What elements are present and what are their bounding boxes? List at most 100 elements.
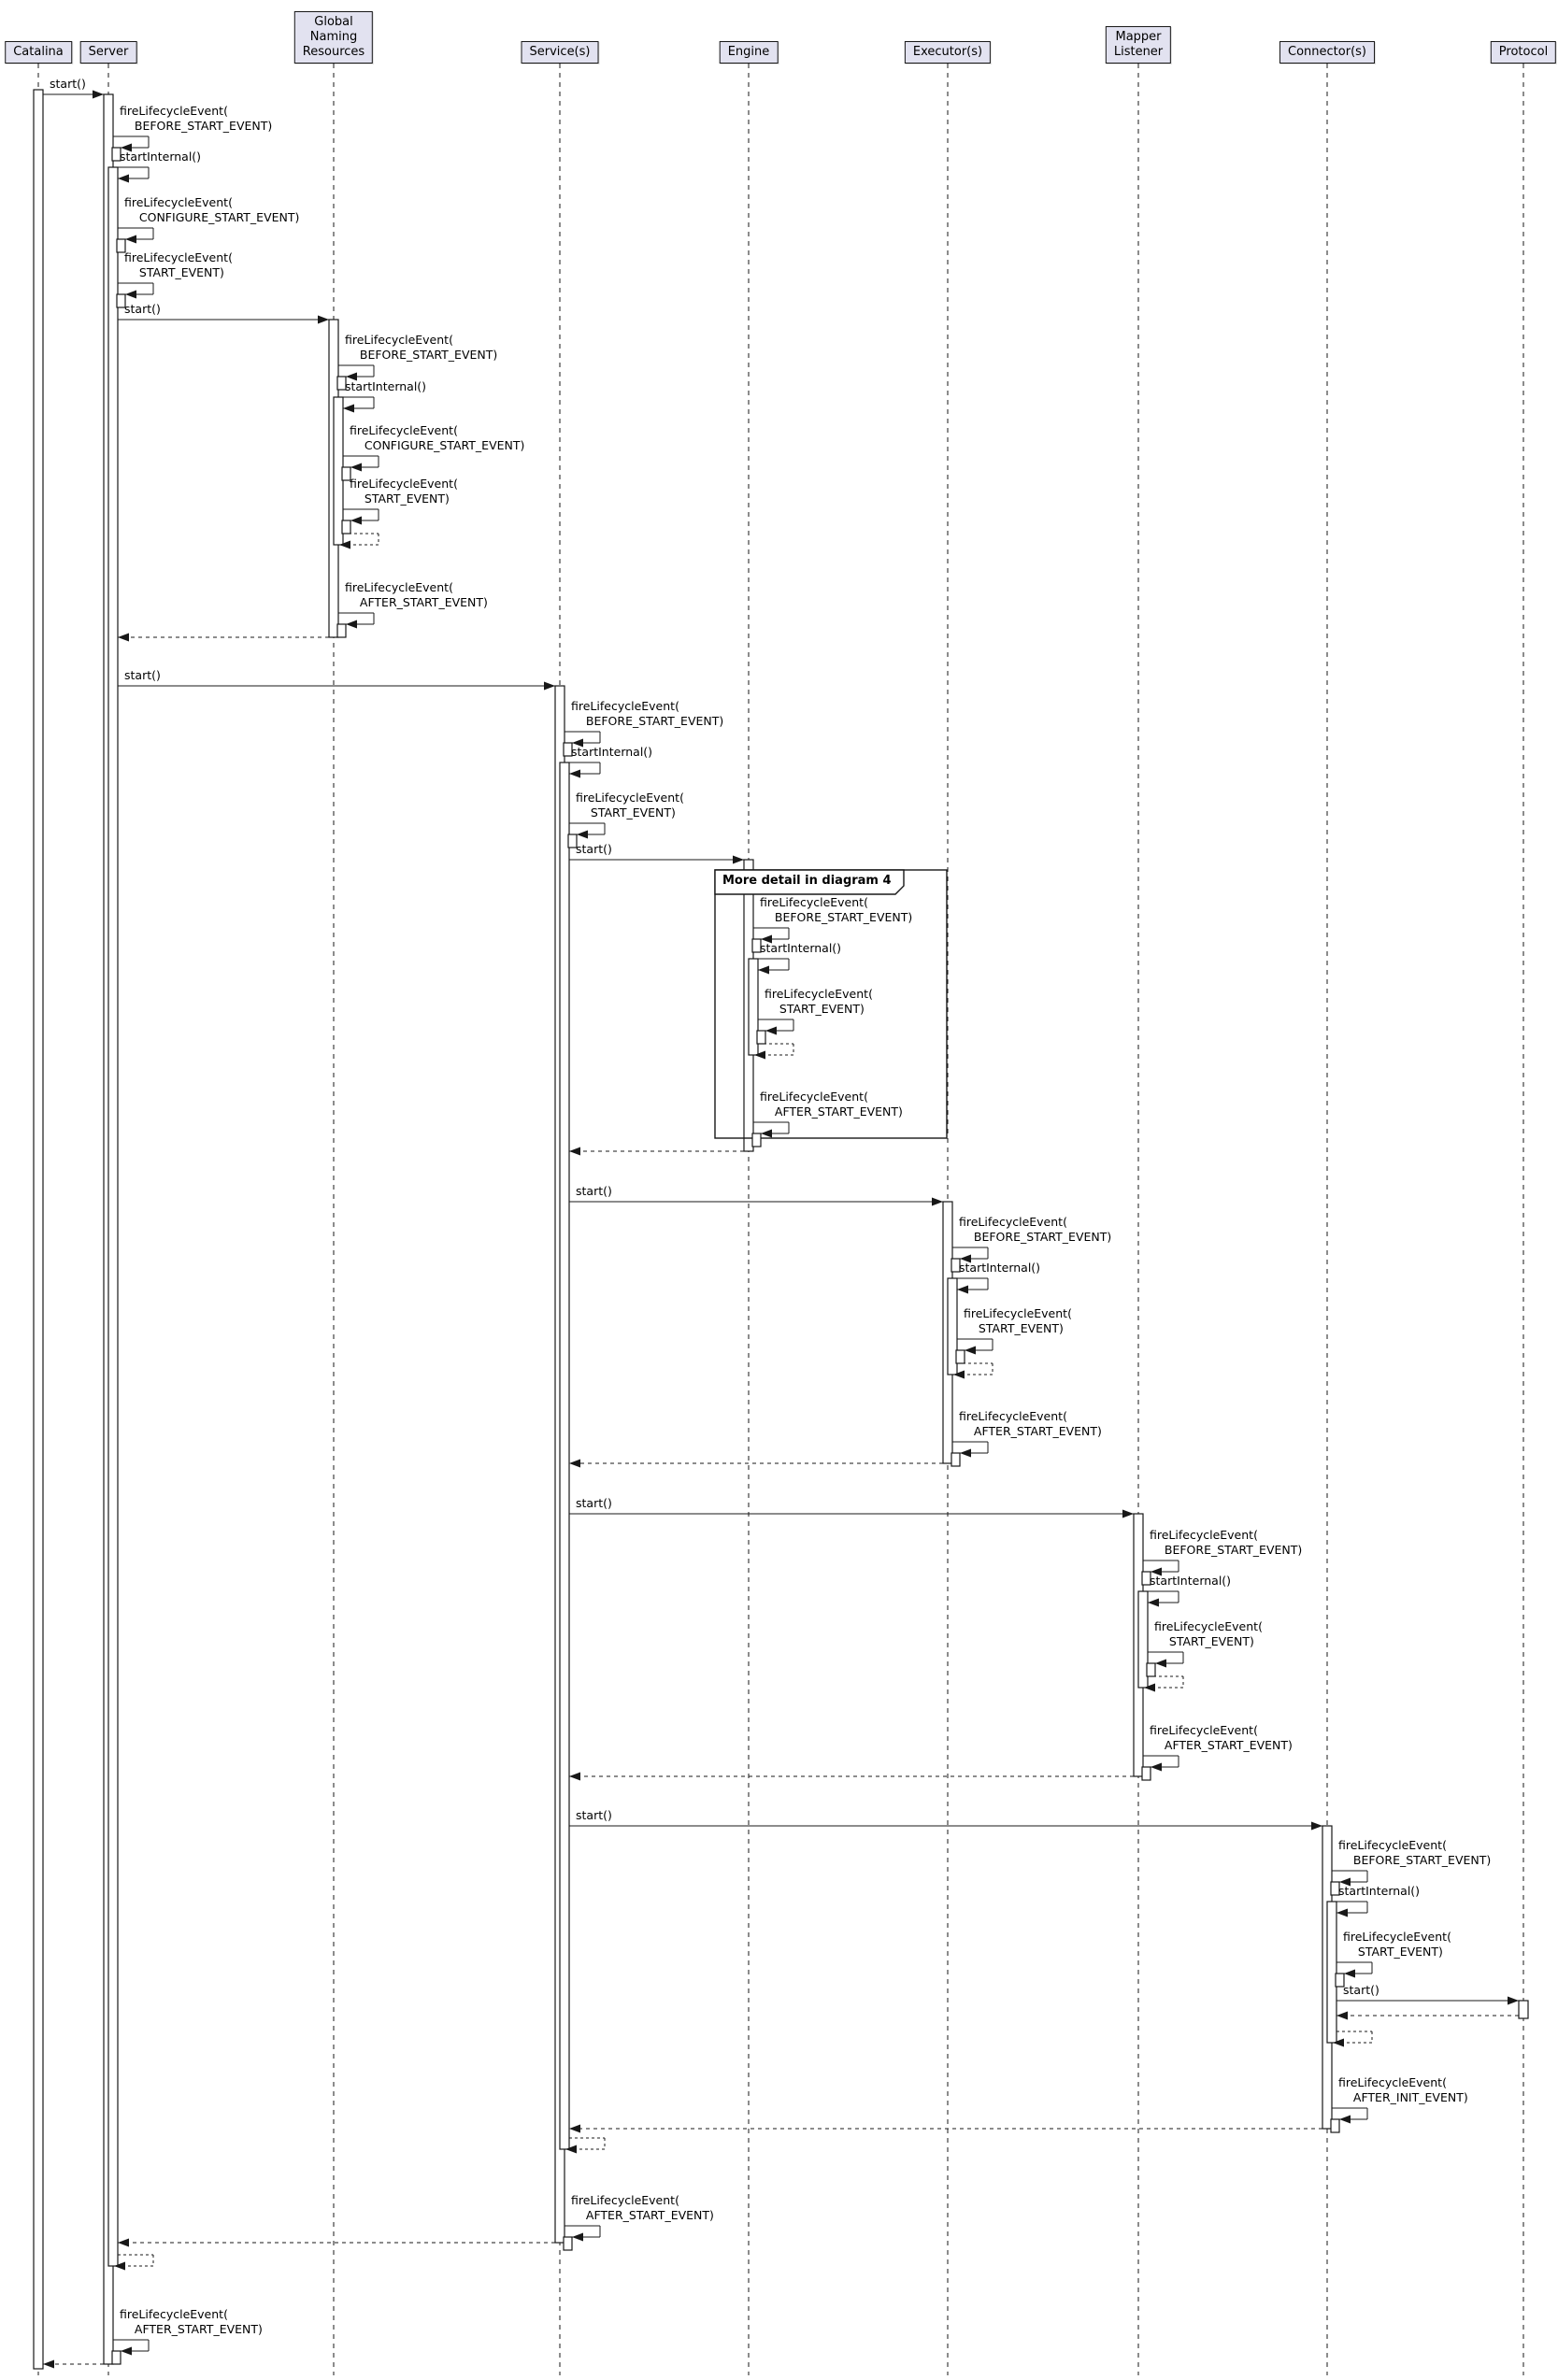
- message-49-arrowhead: [118, 2238, 129, 2247]
- message-19-arrowhead: [758, 965, 769, 975]
- message-9-arrowhead: [350, 516, 362, 525]
- message-29-arrowhead: [960, 1448, 971, 1458]
- message-16-label: fireLifecycleEvent( START_EVENT): [576, 791, 684, 819]
- message-25-label: fireLifecycleEvent( BEFORE_START_EVENT): [959, 1215, 1112, 1244]
- message-10-arrowhead: [339, 540, 350, 549]
- message-52-arrowhead: [43, 2359, 54, 2369]
- message-47-arrowhead: [565, 2145, 577, 2154]
- self-activation-14: [563, 742, 573, 757]
- self-activation-25: [951, 1258, 961, 1273]
- message-18-arrowhead: [761, 934, 772, 944]
- message-0-label: start(): [50, 77, 86, 91]
- message-51-label: fireLifecycleEvent( AFTER_START_EVENT): [120, 2307, 263, 2336]
- message-22-label: fireLifecycleEvent( AFTER_START_EVENT): [760, 1090, 903, 1119]
- message-33-label: startInternal(): [1150, 1574, 1232, 1588]
- message-24-label: start(): [576, 1184, 612, 1198]
- self-activation-39: [1330, 1881, 1340, 1896]
- message-11-arrowhead: [346, 620, 357, 629]
- message-4-label: fireLifecycleEvent( START_EVENT): [124, 250, 233, 279]
- message-34-label: fireLifecycleEvent( START_EVENT): [1154, 1619, 1263, 1648]
- message-37-arrowhead: [569, 1772, 580, 1781]
- message-17-arrowhead: [733, 855, 744, 864]
- message-39-arrowhead: [1339, 1877, 1351, 1887]
- self-activation-48: [563, 2236, 573, 2251]
- lifeline-header-service: Service(s): [521, 41, 599, 64]
- message-41-arrowhead: [1344, 1969, 1355, 1978]
- lifeline-header-engine: Engine: [719, 41, 779, 64]
- message-40-label: startInternal(): [1338, 1884, 1421, 1898]
- message-6-label: fireLifecycleEvent( BEFORE_START_EVENT): [345, 333, 498, 362]
- message-14-label: fireLifecycleEvent( BEFORE_START_EVENT): [571, 699, 724, 728]
- message-15-label: startInternal(): [571, 745, 653, 759]
- frame-title: More detail in diagram 4: [722, 874, 892, 888]
- frame-tab: [714, 869, 905, 895]
- message-45-arrowhead: [1339, 2115, 1351, 2124]
- message-36-arrowhead: [1151, 1762, 1162, 1772]
- message-33-arrowhead: [1148, 1598, 1159, 1607]
- message-27-label: fireLifecycleEvent( START_EVENT): [964, 1306, 1072, 1335]
- self-activation-16: [567, 834, 578, 848]
- self-activation-36: [1141, 1766, 1151, 1781]
- message-0-arrowhead: [93, 90, 104, 99]
- self-activation-4: [116, 293, 126, 308]
- self-activation-45: [1330, 2118, 1340, 2133]
- message-26-arrowhead: [957, 1285, 968, 1294]
- message-44-arrowhead: [1333, 2038, 1344, 2047]
- message-6-arrowhead: [346, 372, 357, 381]
- message-31-label: start(): [576, 1496, 612, 1510]
- message-32-arrowhead: [1151, 1567, 1162, 1576]
- self-activation-51: [111, 2350, 121, 2365]
- lifeline-header-mapper: Mapper Listener: [1105, 26, 1172, 64]
- message-9-label: fireLifecycleEvent( START_EVENT): [350, 477, 458, 506]
- message-11-label: fireLifecycleEvent( AFTER_START_EVENT): [345, 580, 488, 609]
- message-50-arrowhead: [114, 2261, 125, 2271]
- message-51-arrowhead: [121, 2346, 132, 2356]
- message-32-label: fireLifecycleEvent( BEFORE_START_EVENT): [1150, 1528, 1303, 1557]
- self-activation-29: [951, 1452, 961, 1467]
- message-3-arrowhead: [125, 235, 136, 244]
- message-15-arrowhead: [569, 769, 580, 778]
- message-20-label: fireLifecycleEvent( START_EVENT): [765, 987, 873, 1016]
- message-4-arrowhead: [125, 290, 136, 299]
- self-activation-1: [111, 147, 121, 162]
- lifeline-header-gnr: Global Naming Resources: [293, 11, 374, 64]
- message-17-label: start(): [576, 842, 612, 856]
- message-42-arrowhead: [1508, 1996, 1519, 2005]
- message-40-arrowhead: [1336, 1908, 1348, 1917]
- lifeline-header-executor: Executor(s): [904, 41, 992, 64]
- lifeline-header-catalina: Catalina: [5, 41, 72, 64]
- message-22-arrowhead: [761, 1129, 772, 1138]
- message-29-label: fireLifecycleEvent( AFTER_START_EVENT): [959, 1409, 1102, 1438]
- activation-server-d1: [107, 166, 119, 2267]
- message-1-label: fireLifecycleEvent( BEFORE_START_EVENT): [120, 104, 273, 133]
- message-8-label: fireLifecycleEvent( CONFIGURE_START_EVEN…: [350, 423, 525, 452]
- message-41-label: fireLifecycleEvent( START_EVENT): [1343, 1930, 1451, 1959]
- message-35-arrowhead: [1144, 1683, 1155, 1692]
- message-3-label: fireLifecycleEvent( CONFIGURE_START_EVEN…: [124, 195, 300, 224]
- message-7-label: startInternal(): [345, 379, 427, 393]
- self-activation-20: [756, 1030, 766, 1045]
- self-activation-22: [751, 1133, 762, 1147]
- self-activation-41: [1335, 1973, 1345, 1988]
- message-13-arrowhead: [544, 681, 555, 691]
- message-46-arrowhead: [569, 2124, 580, 2133]
- message-36-label: fireLifecycleEvent( AFTER_START_EVENT): [1150, 1723, 1293, 1752]
- message-14-arrowhead: [572, 738, 583, 748]
- activation-protocol-d0: [1518, 2000, 1529, 2019]
- self-activation-11: [336, 623, 347, 638]
- message-39-label: fireLifecycleEvent( BEFORE_START_EVENT): [1338, 1838, 1492, 1867]
- self-activation-27: [955, 1349, 965, 1364]
- self-activation-34: [1146, 1662, 1156, 1677]
- self-activation-32: [1141, 1571, 1151, 1586]
- message-16-arrowhead: [577, 830, 588, 839]
- message-30-arrowhead: [569, 1459, 580, 1468]
- message-2-arrowhead: [118, 174, 129, 183]
- message-42-label: start(): [1343, 1983, 1379, 1997]
- message-5-label: start(): [124, 302, 161, 316]
- message-18-label: fireLifecycleEvent( BEFORE_START_EVENT): [760, 895, 913, 924]
- message-21-arrowhead: [754, 1050, 765, 1060]
- message-2-label: startInternal(): [120, 150, 202, 164]
- message-26-label: startInternal(): [959, 1261, 1041, 1275]
- message-31-arrowhead: [1122, 1509, 1134, 1518]
